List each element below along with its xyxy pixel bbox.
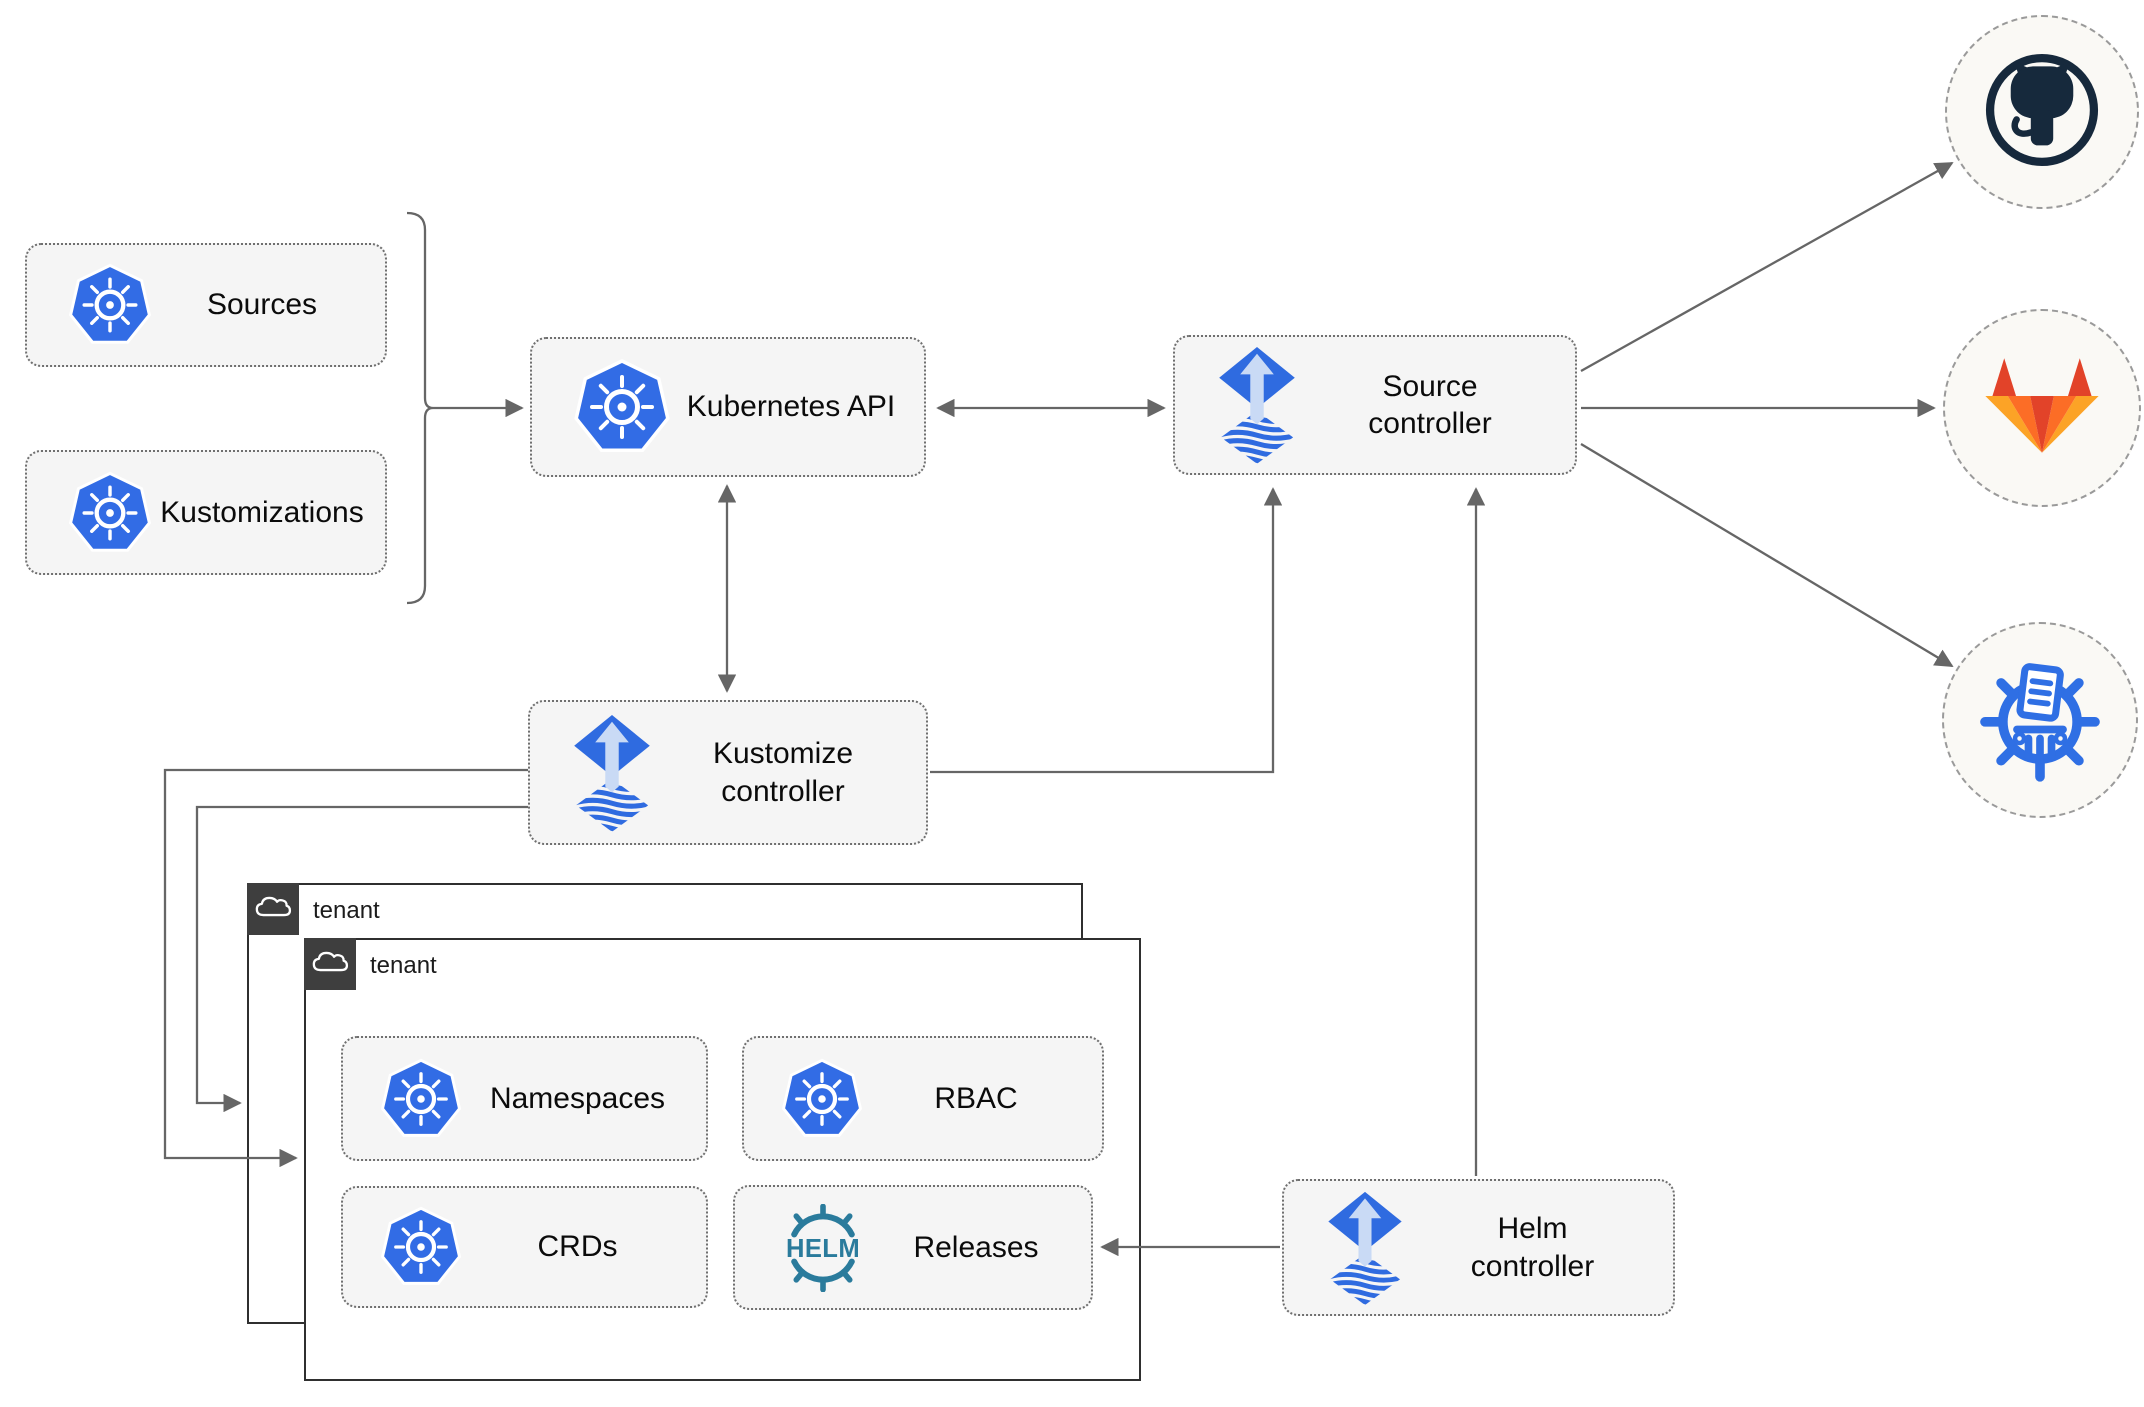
- node-label: Kubernetes API: [686, 390, 896, 424]
- gitlab-icon: [1983, 351, 2101, 465]
- remote-github: [1945, 15, 2139, 209]
- node-source-controller: Source controller: [1173, 335, 1577, 475]
- helm-icon: [771, 1204, 875, 1292]
- node-label: Namespaces: [489, 1081, 666, 1115]
- cloud-icon: [254, 893, 292, 925]
- node-rbac: RBAC: [742, 1036, 1104, 1161]
- node-label: CRDs: [537, 1230, 618, 1264]
- node-label: Helm controller: [1470, 1212, 1595, 1283]
- kubernetes-icon: [572, 357, 672, 457]
- tenant-label: tenant: [313, 897, 380, 924]
- kubernetes-icon: [379, 1205, 463, 1289]
- brace-sources-group: [406, 211, 434, 605]
- kubernetes-icon: [780, 1057, 864, 1141]
- node-helm-controller: Helm controller: [1282, 1179, 1675, 1316]
- node-namespaces: Namespaces: [341, 1036, 708, 1161]
- flux-icon: [570, 714, 654, 832]
- tenant-tab: [246, 882, 299, 935]
- kubernetes-icon: [67, 470, 153, 556]
- node-label: Kustomizations: [160, 495, 364, 529]
- remote-helm-chart-repository: [1942, 622, 2138, 818]
- node-label: Sources: [206, 288, 318, 322]
- node-releases: Releases: [733, 1185, 1093, 1310]
- node-sources: Sources: [25, 243, 387, 367]
- arrow-source-controller-to-helm-repository: [1580, 443, 1954, 667]
- node-kustomize-controller: Kustomize controller: [528, 700, 928, 845]
- node-kubernetes-api: Kubernetes API: [530, 337, 926, 477]
- github-icon: [1983, 51, 2101, 174]
- node-kustomizations: Kustomizations: [25, 450, 387, 575]
- node-label: RBAC: [934, 1081, 1018, 1115]
- arrow-kustomize-controller-to-source-controller: [930, 487, 1283, 774]
- remote-gitlab: [1943, 309, 2141, 507]
- kubernetes-icon: [67, 262, 153, 348]
- kubernetes-icon: [379, 1057, 463, 1141]
- tenant-label: tenant: [370, 952, 437, 979]
- node-label: Source controller: [1368, 369, 1492, 441]
- arrow-source-controller-to-github: [1580, 161, 1954, 373]
- flux-icon: [1324, 1191, 1406, 1305]
- node-label: Kustomize controller: [712, 737, 854, 808]
- flux-icon: [1215, 346, 1299, 464]
- tenant-tab: [303, 937, 356, 990]
- helm-chart-repository-icon: [1976, 654, 2104, 787]
- node-label: Releases: [913, 1230, 1039, 1264]
- node-crds: CRDs: [341, 1186, 708, 1308]
- cloud-icon: [311, 948, 349, 980]
